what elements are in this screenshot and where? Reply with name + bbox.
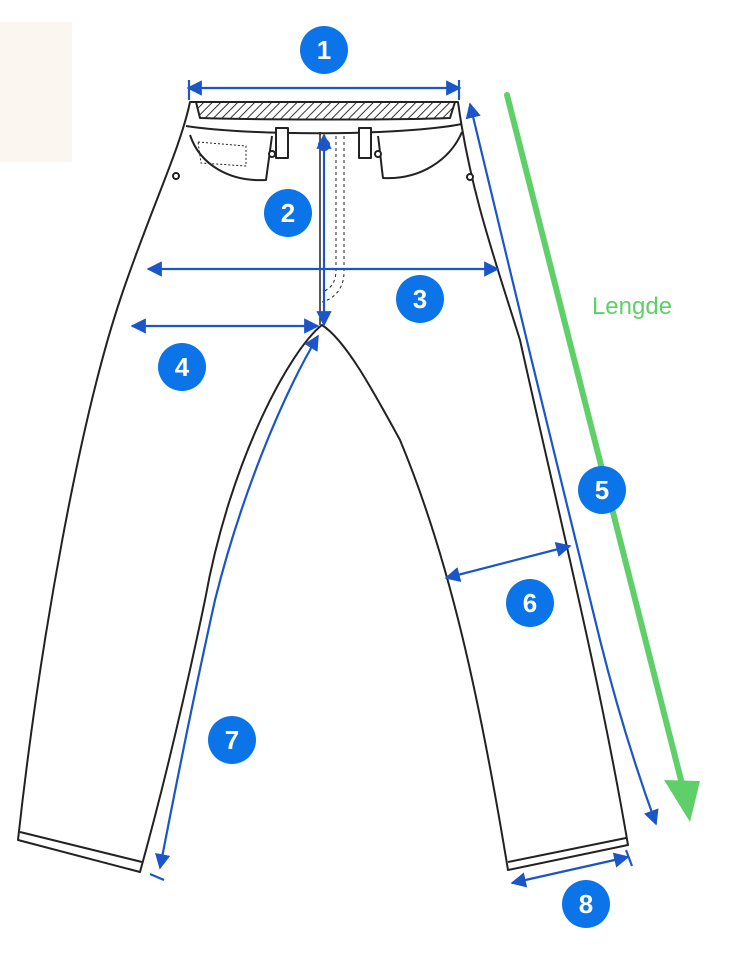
badge-outseam: 5 — [578, 466, 626, 514]
badge-leg-opening: 8 — [562, 880, 610, 928]
fly-stitching-outer — [321, 136, 345, 303]
inseam-tick — [149, 872, 165, 882]
measurement-lines — [130, 80, 659, 888]
rivet — [268, 150, 276, 158]
leg-opening-measure-line — [510, 852, 630, 888]
outseam-measure-line — [465, 102, 659, 826]
badge-front-rise: 2 — [264, 189, 312, 237]
badge-number: 1 — [317, 35, 331, 65]
badge-circle — [396, 275, 444, 323]
knee-measure-line — [444, 542, 572, 582]
badge-knee: 6 — [506, 579, 554, 627]
badge-number: 4 — [175, 352, 190, 382]
badge-number: 7 — [225, 725, 239, 755]
length-arrow-head — [664, 780, 700, 822]
badge-circle — [158, 343, 206, 391]
belt-loop — [358, 127, 372, 159]
badge-number: 3 — [413, 284, 427, 314]
badge-inseam: 7 — [208, 716, 256, 764]
badge-hip: 3 — [396, 275, 444, 323]
badge-number: 6 — [523, 588, 537, 618]
length-arrow-shaft — [504, 92, 686, 791]
belt-loop — [275, 127, 289, 159]
badge-circle — [506, 579, 554, 627]
badge-number: 5 — [595, 475, 609, 505]
measurement-badges: 1 2 3 4 5 6 7 8 — [158, 26, 626, 928]
length-label: Lengde — [592, 293, 672, 320]
badge-circle — [264, 189, 312, 237]
badge-thigh: 4 — [158, 343, 206, 391]
left-hem — [19, 831, 143, 863]
badge-number: 2 — [281, 198, 295, 228]
badge-circle — [562, 880, 610, 928]
badge-circle — [208, 716, 256, 764]
inseam-measure-line — [155, 334, 319, 870]
rivet — [172, 172, 180, 180]
badge-circle — [578, 466, 626, 514]
length-arrow — [504, 92, 700, 822]
badge-number: 8 — [579, 889, 593, 919]
rivet — [466, 173, 474, 181]
background-smudge — [0, 22, 72, 162]
badge-circle — [300, 26, 348, 74]
badge-waist: 1 — [300, 26, 348, 74]
rivet — [374, 150, 382, 158]
waistband-inner — [195, 101, 456, 121]
left-coin-pocket — [197, 141, 247, 167]
waistband-edge — [185, 123, 463, 135]
leg-opening-tick-right — [624, 849, 634, 867]
rise-top-dot — [317, 138, 331, 152]
